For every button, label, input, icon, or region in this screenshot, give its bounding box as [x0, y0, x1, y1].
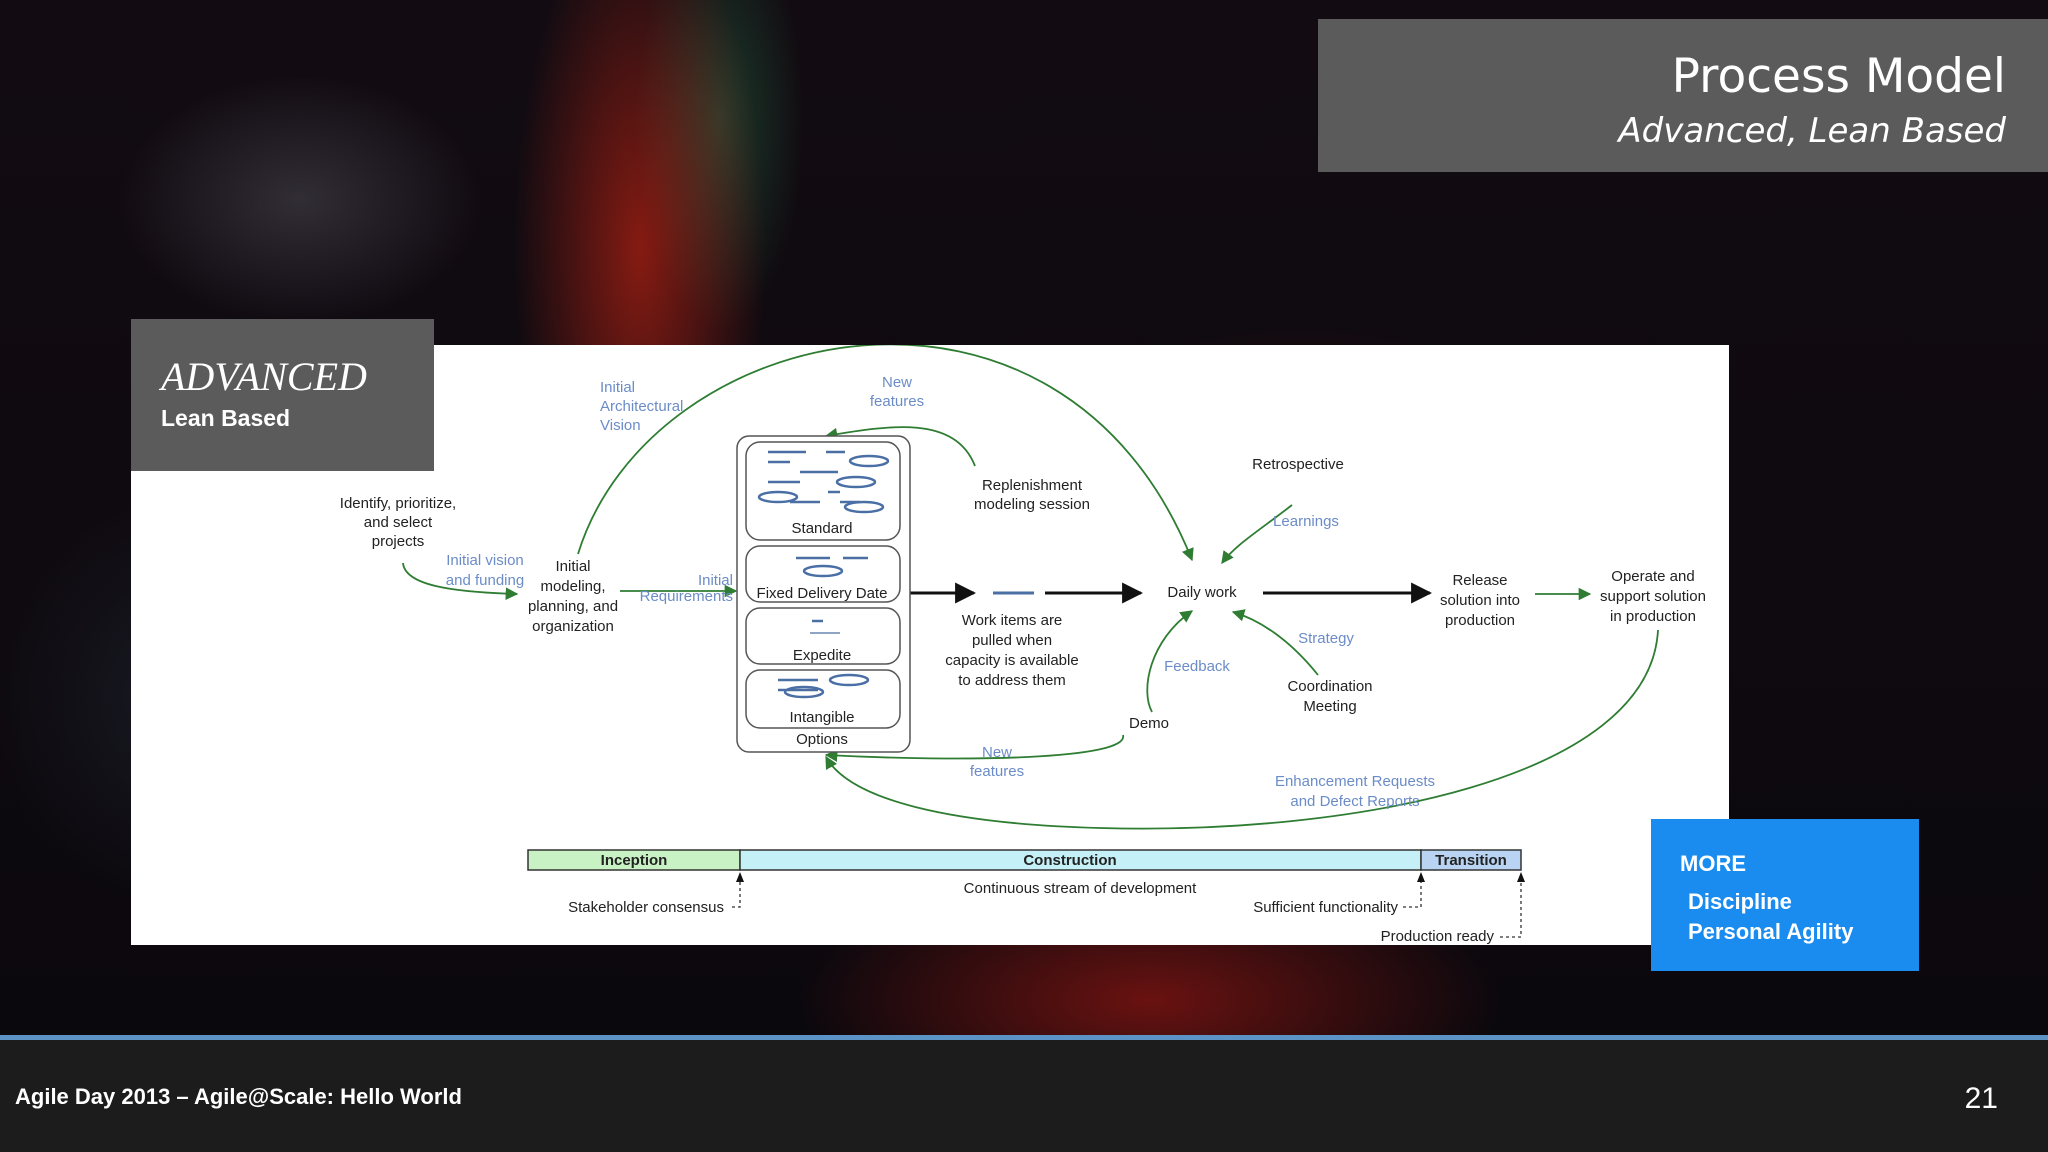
work-item-glyphs [757, 450, 890, 699]
more-link-box[interactable]: MORE Discipline Personal Agility [1651, 819, 1919, 971]
more-title: MORE [1680, 851, 1746, 876]
strategy-label: Strategy [1298, 630, 1354, 647]
lane-fixed-delivery-date-label: Fixed Delivery Date [757, 585, 888, 602]
lane-fixed-delivery-date [745, 545, 901, 603]
lane-expedite [745, 607, 901, 665]
badge-title: ADVANCED [161, 354, 367, 399]
lane-expedite-label: Expedite [793, 647, 851, 664]
advanced-badge: ADVANCED Lean Based [131, 319, 434, 471]
footer-divider [0, 1035, 2048, 1040]
production-ready-label: Production ready [1381, 928, 1495, 945]
lane-intangible-label: Intangible [789, 709, 854, 726]
page-number: 21 [1964, 1082, 1998, 1115]
continuous-label: Continuous stream of development [964, 880, 1197, 897]
feedback-label: Feedback [1164, 658, 1230, 675]
footer: Agile Day 2013 – Agile@Scale: Hello Worl… [0, 1040, 2048, 1152]
options-label: Options [796, 731, 848, 748]
footer-text: Agile Day 2013 – Agile@Scale: Hello Worl… [15, 1084, 462, 1109]
more-item-personal-agility[interactable]: Personal Agility [1688, 919, 1854, 944]
stakeholder-label: Stakeholder consensus [568, 899, 724, 916]
retrospective-label: Retrospective [1252, 456, 1344, 473]
page-subtitle: Advanced, Lean Based [1618, 111, 2006, 151]
daily-work-label: Daily work [1167, 584, 1237, 601]
phase-construction: Construction [1023, 852, 1116, 869]
more-item-discipline[interactable]: Discipline [1688, 889, 1792, 914]
phase-bar: Inception Construction Transition [527, 849, 1522, 871]
sufficient-label: Sufficient functionality [1253, 899, 1398, 916]
phase-transition: Transition [1435, 852, 1507, 869]
phase-inception: Inception [601, 852, 668, 869]
page-title: Process Model [1671, 49, 2006, 104]
title-box: Process Model Advanced, Lean Based [1318, 19, 2048, 172]
green-flow-arrows [402, 343, 1659, 830]
demo-label: Demo [1129, 715, 1169, 732]
lane-standard-label: Standard [792, 520, 853, 537]
learnings-label: Learnings [1273, 513, 1339, 530]
badge-subtitle: Lean Based [161, 405, 291, 431]
